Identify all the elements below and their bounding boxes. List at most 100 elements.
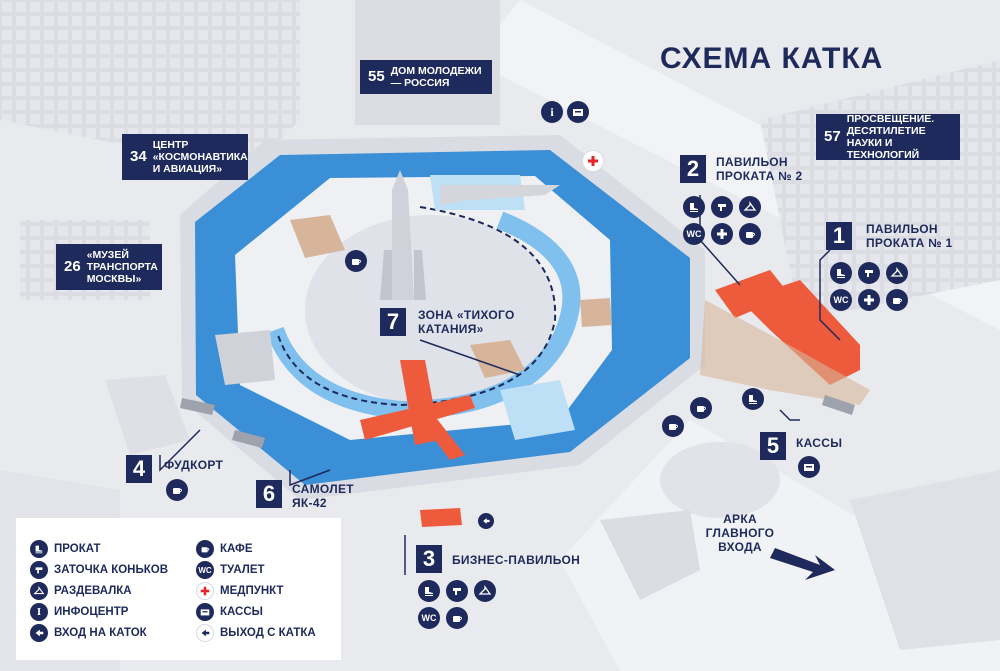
round-plaza <box>660 442 780 518</box>
pavilion-deck <box>700 300 870 405</box>
medical-cross-icon <box>196 582 214 600</box>
place-3-number: 3 <box>416 545 442 573</box>
main-arch-label: АРКА ГЛАВНОГО ВХОДА <box>705 512 775 554</box>
cafe-icon <box>196 540 214 558</box>
pavilion-57-label: 57 ПРОСВЕЩЕНИЕ. ДЕСЯТИЛЕТИЕ НАУКИ И ТЕХН… <box>816 113 960 161</box>
exit-arrow-icon <box>478 513 494 529</box>
place-6-number: 6 <box>256 480 282 508</box>
cafe-icon <box>886 289 908 311</box>
place-5-number: 5 <box>760 432 786 460</box>
rocket-booster-left <box>380 250 392 300</box>
cafe-icon <box>739 223 761 245</box>
skate-icon <box>418 580 440 602</box>
hanger-icon <box>474 580 496 602</box>
wc-icon: WC <box>830 289 852 311</box>
cafe-icon <box>345 250 367 272</box>
hanger-icon <box>739 196 761 218</box>
foodcourt-kiosk-1 <box>180 398 215 415</box>
skate-icon <box>742 388 764 410</box>
place-1-number: 1 <box>826 222 852 250</box>
hanger-icon <box>30 582 48 600</box>
legend-item-wc: WC ТУАЛЕТ <box>196 561 265 579</box>
exit-arrow-icon <box>196 624 214 642</box>
legend-item-medical: МЕДПУНКТ <box>196 582 284 600</box>
legend-label: ПРОКАТ <box>54 543 101 555</box>
business-pavilion-building <box>420 508 462 527</box>
place-4-number: 4 <box>126 455 152 483</box>
ticket-office-icon <box>567 101 589 123</box>
cafe-icon <box>446 607 468 629</box>
rental-pavilion-1-building <box>740 280 860 385</box>
legend-item-sharpening: ЗАТОЧКА КОНЬКОВ <box>30 561 168 579</box>
place-7-number: 7 <box>380 308 406 336</box>
legend-label: РАЗДЕВАЛКА <box>54 585 132 597</box>
sharpening-icon <box>446 580 468 602</box>
deck-1 <box>290 215 345 258</box>
main-entrance-arrow <box>770 548 835 580</box>
building-left-top <box>0 0 300 170</box>
yak-42-plane-tail <box>420 410 465 460</box>
medical-cross-icon <box>711 223 733 245</box>
legend-label: ВХОД НА КАТОК <box>54 627 147 639</box>
legend-item-cloakroom: РАЗДЕВАЛКА <box>30 582 132 600</box>
place-4-label: ФУДКОРТ <box>164 458 224 472</box>
skate-icon <box>830 262 852 284</box>
legend-item-entry: ВХОД НА КАТОК <box>30 624 147 642</box>
legend-label: МЕДПУНКТ <box>220 585 284 597</box>
legend-item-rental: ПРОКАТ <box>30 540 101 558</box>
building-left-low <box>105 375 190 455</box>
info-icon: i <box>30 603 48 621</box>
sharpening-icon <box>858 262 880 284</box>
place-2-label: ПАВИЛЬОН ПРОКАТА № 2 <box>716 155 803 183</box>
legend-label: КАССЫ <box>220 606 263 618</box>
legend-label: ТУАЛЕТ <box>220 564 265 576</box>
pavilion-57-number: 57 <box>824 128 841 145</box>
deck-3 <box>470 340 525 378</box>
sharpening-icon <box>711 196 733 218</box>
ticket-office-icon <box>798 456 820 478</box>
helicopter <box>215 330 275 385</box>
place-1-label: ПАВИЛЬОН ПРОКАТА № 1 <box>866 222 953 250</box>
legend-item-cafe: КАФЕ <box>196 540 253 558</box>
map-title: СХЕМА КАТКА <box>660 42 884 75</box>
building-right-bottom <box>850 470 1000 650</box>
place-7-label: ЗОНА «ТИХОГО КАТАНИЯ» <box>418 308 515 336</box>
deck-2 <box>580 298 612 327</box>
legend-label: ИНФОЦЕНТР <box>54 606 129 618</box>
foodcourt-kiosk-2 <box>232 430 265 448</box>
place-3-label: БИЗНЕС-ПАВИЛЬОН <box>452 553 581 567</box>
pavilion-34-label: 34 ЦЕНТР «КОСМОНАВТИКА И АВИАЦИЯ» <box>122 134 248 180</box>
map-legend: ПРОКАТ ЗАТОЧКА КОНЬКОВ РАЗДЕВАЛКА i ИНФО… <box>16 518 341 660</box>
rocket-booster-right <box>414 250 426 300</box>
walkway-bottom <box>500 380 575 440</box>
cafe-icon <box>690 397 712 419</box>
wc-icon: WC <box>418 607 440 629</box>
legend-label: КАФЕ <box>220 543 253 555</box>
pavilion-55-label: 55 ДОМ МОЛОДЕЖИ — РОССИЯ <box>360 60 492 94</box>
hanger-icon <box>886 262 908 284</box>
medical-cross-icon <box>582 150 604 172</box>
cafe-icon <box>166 479 188 501</box>
fighter-jet <box>440 185 560 205</box>
ticket-booth <box>822 395 855 415</box>
place-5-label: КАССЫ <box>796 436 843 450</box>
medical-cross-icon <box>858 289 880 311</box>
pavilion-55-name: ДОМ МОЛОДЕЖИ — РОССИЯ <box>390 65 482 89</box>
legend-item-exit: ВЫХОД С КАТКА <box>196 624 316 642</box>
place-6-label: САМОЛЕТ ЯК-42 <box>292 482 354 510</box>
place-2-number: 2 <box>680 155 706 183</box>
rocket <box>392 170 414 300</box>
cafe-icon <box>662 415 684 437</box>
entry-arrow-icon <box>30 624 48 642</box>
pavilion-26-label: 26 «МУЗЕЙ ТРАНСПОРТА МОСКВЫ» <box>56 244 162 290</box>
skate-icon <box>683 196 705 218</box>
wc-icon: WC <box>683 223 705 245</box>
pavilion-57-name: ПРОСВЕЩЕНИЕ. ДЕСЯТИЛЕТИЕ НАУКИ И ТЕХНОЛО… <box>846 113 935 161</box>
info-icon: i <box>541 101 563 123</box>
arch-structure <box>600 510 700 600</box>
pavilion-34-number: 34 <box>130 148 147 165</box>
ticket-office-icon <box>196 603 214 621</box>
wc-icon: WC <box>196 561 214 579</box>
rental-pavilion-2-building <box>715 270 790 318</box>
